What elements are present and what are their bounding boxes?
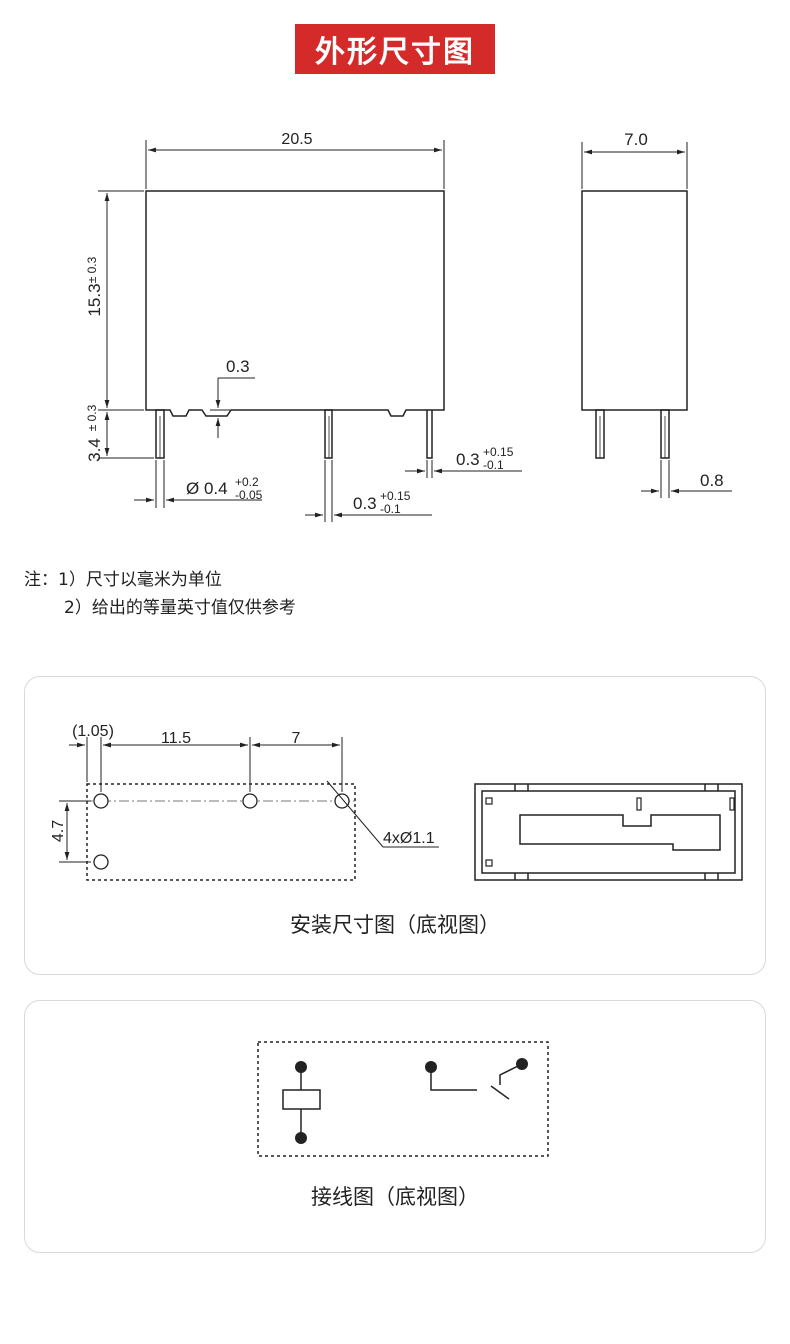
mount-dim-pitch-1: 11.5 [161,730,191,747]
dim-side-pin: 0.8 [700,471,724,490]
dim-right-pin: 0.3 [456,450,480,469]
dim-pin-diameter: Ø 0.4 [186,479,228,498]
dim-height-tol: ± 0.3 [85,256,99,283]
note-inches: 2）给出的等量英寸值仅供参考 [64,598,296,618]
coil-symbol [282,1067,321,1138]
wiring-diagram [257,1041,549,1157]
front-view [145,190,445,459]
mount-hole-spec: 4xØ1.1 [383,830,435,847]
side-dimensions [581,142,732,498]
front-dimensions [98,140,522,522]
page-title: 外形尺寸图 [295,24,495,74]
mount-dim-pitch-2: 7 [292,730,301,747]
bottom-view [474,783,743,881]
side-view [581,190,688,459]
wiring-panel: 接线图（底视图） [24,1000,766,1253]
dim-gap: 0.3 [226,357,250,376]
dim-height: 15.3 [85,283,104,316]
dim-right-pin-dn: -0.1 [483,458,504,472]
note-units: 注：1）尺寸以毫米为单位 [24,570,222,590]
dim-mid-pin-up: +0.15 [380,489,411,503]
dim-mid-pin: 0.3 [353,494,377,513]
notes: 注：1）尺寸以毫米为单位 2）给出的等量英寸值仅供参考 [24,566,296,622]
dim-pin-diameter-up: +0.2 [235,475,259,489]
dim-pin-length: 3.4 [85,438,104,462]
dim-pin-diameter-dn: -0.05 [235,488,263,502]
dim-right-pin-up: +0.15 [483,445,514,459]
dim-mid-pin-dn: -0.1 [380,502,401,516]
dim-depth: 7.0 [624,130,648,149]
dim-width: 20.5 [281,131,312,148]
mount-dim-row: 4.7 [50,820,67,842]
mounting-caption: 安装尺寸图（底视图） [290,913,500,937]
mount-dim-offset: (1.05) [72,723,114,740]
dim-pin-length-tol: ± 0.3 [85,404,99,431]
mounting-panel: (1.05) 11.5 7 4.7 4xØ1.1 安装尺寸图（底视图） [24,676,766,975]
wiring-caption: 接线图（底视图） [311,1185,479,1209]
mounting-drawing: (1.05) 11.5 7 4.7 4xØ1.1 [50,723,743,881]
contact-symbol [430,1063,523,1100]
